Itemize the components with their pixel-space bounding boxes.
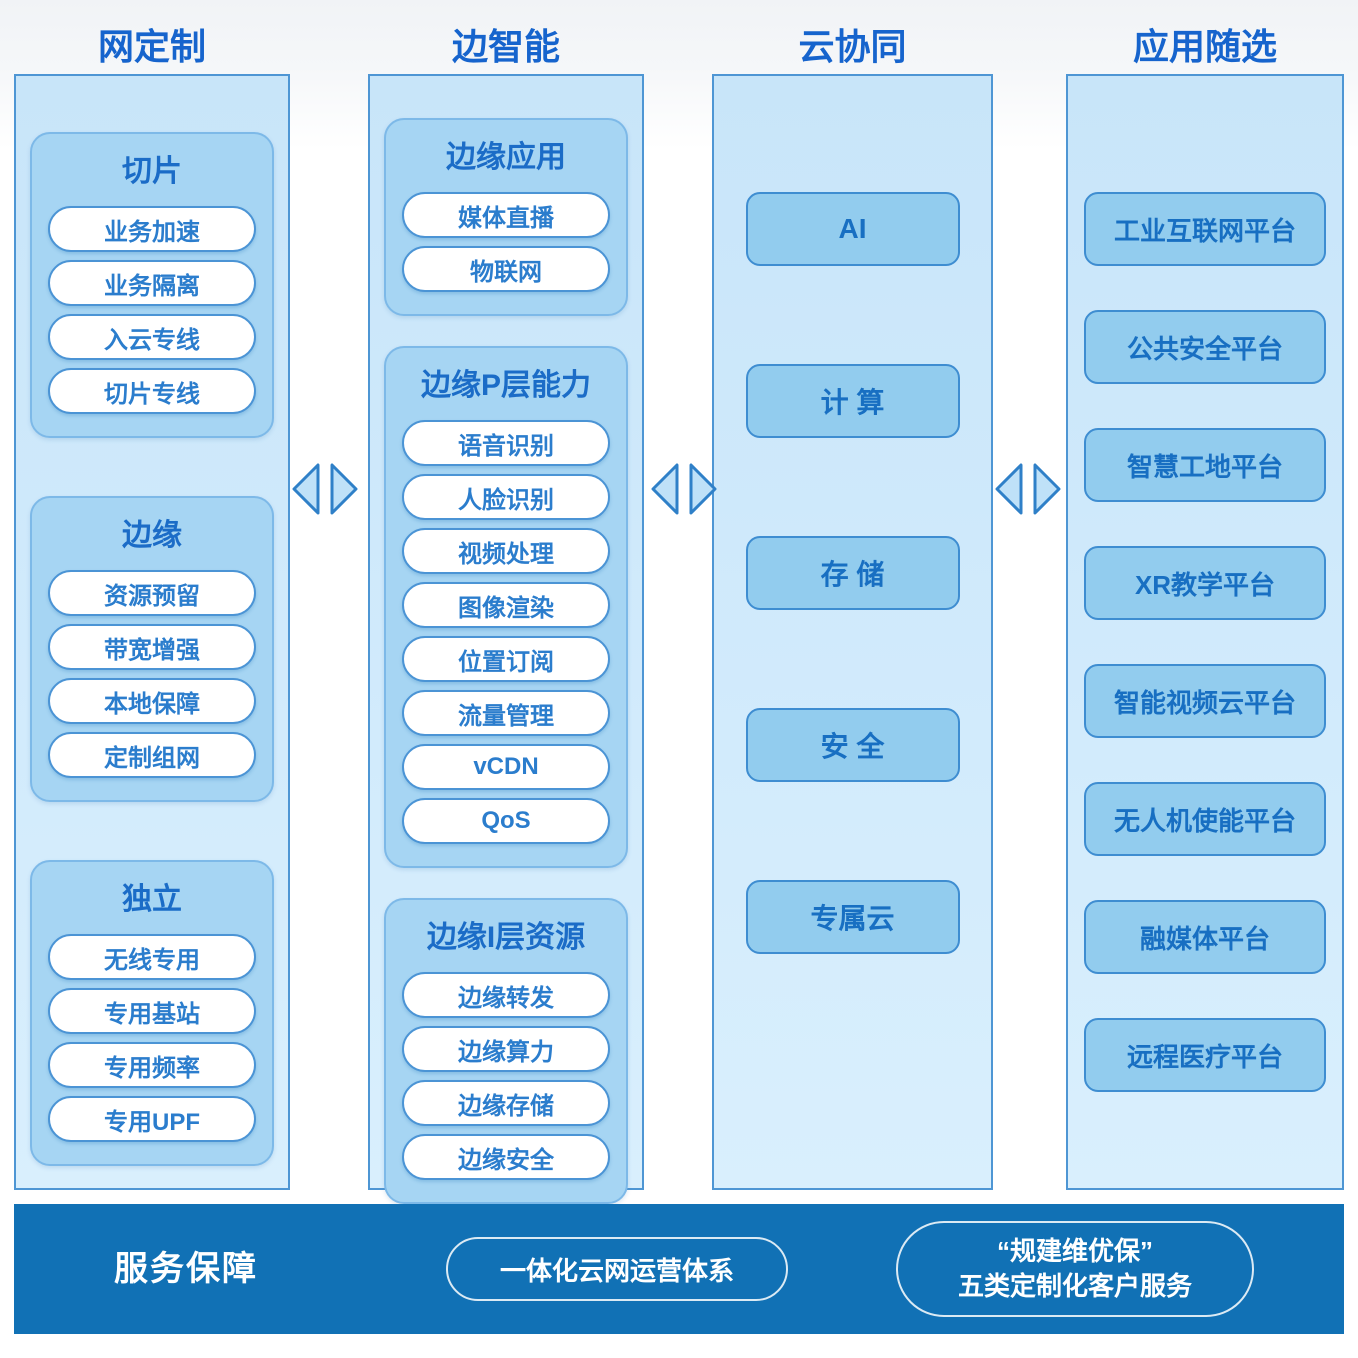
block-telemedicine-platform: 远程医疗平台 xyxy=(1084,1018,1326,1092)
block-computing: 计 算 xyxy=(745,364,960,438)
group-independent: 独立 无线专用 专用基站 专用频率 专用UPF xyxy=(30,860,274,1166)
block-smart-site-platform: 智慧工地平台 xyxy=(1084,428,1326,502)
pill-item: 专用UPF xyxy=(48,1096,256,1142)
footer-pill-customer-service: “规建维优保” 五类定制化客户服务 xyxy=(896,1221,1254,1317)
footer-label: 服务保障 xyxy=(114,1250,258,1288)
group-edge-applications: 边缘应用 媒体直播 物联网 xyxy=(384,118,628,316)
column-network-customization: 切片 业务加速 业务隔离 入云专线 切片专线 边缘 资源预留 带宽增强 本地保障… xyxy=(14,74,290,1190)
block-industrial-internet-platform: 工业互联网平台 xyxy=(1084,192,1326,266)
pill-item: 边缘算力 xyxy=(402,1026,610,1072)
block-security: 安 全 xyxy=(745,708,960,782)
pill-item: 专用基站 xyxy=(48,988,256,1034)
footer-bar: 服务保障 一体化云网运营体系 “规建维优保” 五类定制化客户服务 xyxy=(14,1204,1344,1334)
pill-item: 定制组网 xyxy=(48,732,256,778)
pill-item: 视频处理 xyxy=(402,528,610,574)
pill-item: 入云专线 xyxy=(48,314,256,360)
footer-pill-line1: “规建维优保” xyxy=(996,1235,1153,1266)
pill-item: 边缘转发 xyxy=(402,972,610,1018)
block-public-safety-platform: 公共安全平台 xyxy=(1084,310,1326,384)
group-items: 业务加速 业务隔离 入云专线 切片专线 xyxy=(48,206,256,414)
group-edge-paas-capabilities: 边缘P层能力 语音识别 人脸识别 视频处理 图像渲染 位置订阅 流量管理 vCD… xyxy=(384,346,628,868)
column-application-on-demand: 工业互联网平台 公共安全平台 智慧工地平台 XR教学平台 智能视频云平台 无人机… xyxy=(1066,74,1344,1190)
column-header-cloud-collaboration: 云协同 xyxy=(798,26,907,67)
group-title: 边缘I层资源 xyxy=(426,921,586,954)
block-dedicated-cloud: 专属云 xyxy=(745,880,960,954)
pill-item: 物联网 xyxy=(402,246,610,292)
flow-chevrons-icon xyxy=(651,463,717,515)
column-header-application-on-demand: 应用随选 xyxy=(1132,26,1277,67)
group-title: 独立 xyxy=(122,883,182,916)
pill-item: QoS xyxy=(402,798,610,844)
pill-item: 业务隔离 xyxy=(48,260,256,306)
group-items: 边缘转发 边缘算力 边缘存储 边缘安全 xyxy=(402,972,610,1180)
block-drone-enablement-platform: 无人机使能平台 xyxy=(1084,782,1326,856)
pill-item: 无线专用 xyxy=(48,934,256,980)
pill-item: 媒体直播 xyxy=(402,192,610,238)
pill-item: 带宽增强 xyxy=(48,624,256,670)
block-smart-video-cloud-platform: 智能视频云平台 xyxy=(1084,664,1326,738)
column-edge-intelligence: 边缘应用 媒体直播 物联网 边缘P层能力 语音识别 人脸识别 视频处理 图像渲染… xyxy=(368,74,644,1204)
pill-item: 业务加速 xyxy=(48,206,256,252)
column-header-network-customization: 网定制 xyxy=(97,26,206,67)
pill-item: 边缘安全 xyxy=(402,1134,610,1180)
pill-item: 专用频率 xyxy=(48,1042,256,1088)
group-title: 切片 xyxy=(122,155,182,188)
pill-item: 语音识别 xyxy=(402,420,610,466)
column-cloud-collaboration: AI 计 算 存 储 安 全 专属云 xyxy=(712,74,993,1190)
pill-item: 流量管理 xyxy=(402,690,610,736)
group-edge: 边缘 资源预留 带宽增强 本地保障 定制组网 xyxy=(30,496,274,802)
group-items: 语音识别 人脸识别 视频处理 图像渲染 位置订阅 流量管理 vCDN QoS xyxy=(402,420,610,844)
group-title: 边缘P层能力 xyxy=(420,369,591,402)
group-items: 资源预留 带宽增强 本地保障 定制组网 xyxy=(48,570,256,778)
pill-item: vCDN xyxy=(402,744,610,790)
pill-item: 人脸识别 xyxy=(402,474,610,520)
pill-item: 本地保障 xyxy=(48,678,256,724)
group-edge-iaas-resources: 边缘I层资源 边缘转发 边缘算力 边缘存储 边缘安全 xyxy=(384,898,628,1204)
footer-pill-line2: 五类定制化客户服务 xyxy=(957,1271,1192,1301)
pill-item: 边缘存储 xyxy=(402,1080,610,1126)
block-storage: 存 储 xyxy=(745,536,960,610)
block-ai: AI xyxy=(745,192,960,266)
flow-chevrons-icon xyxy=(995,463,1061,515)
block-converged-media-platform: 融媒体平台 xyxy=(1084,900,1326,974)
group-items: 媒体直播 物联网 xyxy=(402,192,610,292)
block-xr-teaching-platform: XR教学平台 xyxy=(1084,546,1326,620)
group-slicing: 切片 业务加速 业务隔离 入云专线 切片专线 xyxy=(30,132,274,438)
footer-pill-operation-system: 一体化云网运营体系 xyxy=(446,1237,788,1301)
column-header-edge-intelligence: 边智能 xyxy=(451,26,560,67)
pill-item: 图像渲染 xyxy=(402,582,610,628)
group-items: 无线专用 专用基站 专用频率 专用UPF xyxy=(48,934,256,1142)
pill-item: 位置订阅 xyxy=(402,636,610,682)
flow-chevrons-icon xyxy=(292,463,358,515)
group-title: 边缘应用 xyxy=(446,141,566,174)
pill-item: 切片专线 xyxy=(48,368,256,414)
pill-item: 资源预留 xyxy=(48,570,256,616)
group-title: 边缘 xyxy=(122,519,182,552)
